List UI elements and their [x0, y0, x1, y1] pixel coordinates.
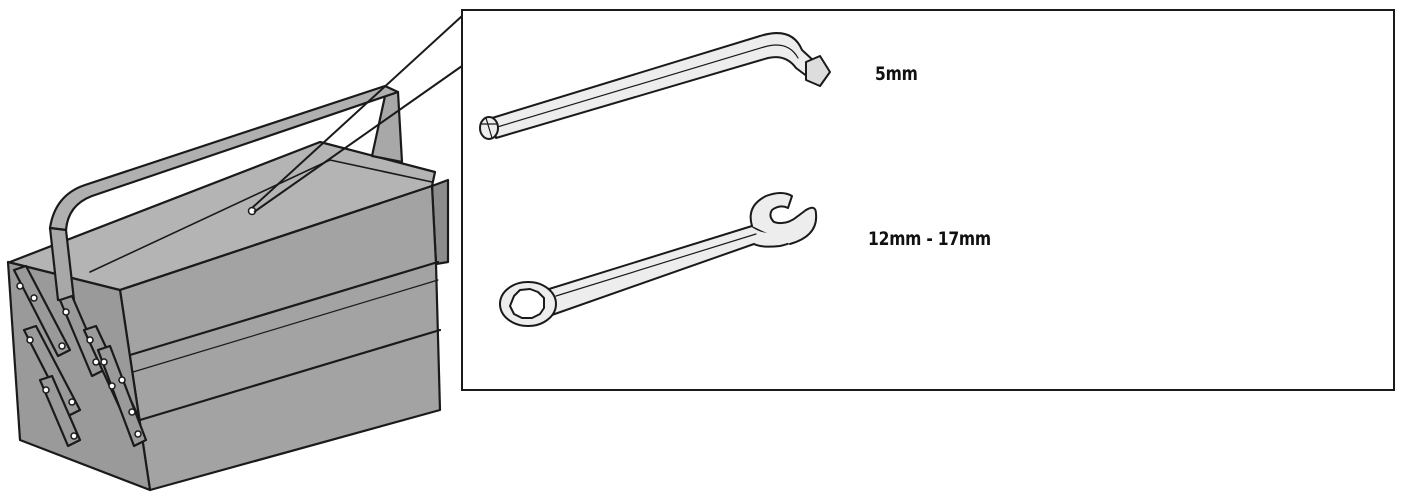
toolbox-tray-seam-3	[132, 279, 439, 373]
rivet	[16, 282, 24, 290]
hinge-arm	[96, 344, 148, 448]
rivet	[68, 398, 76, 406]
toolbox-lid-ridge	[89, 159, 433, 273]
rivet	[70, 432, 78, 440]
hex-key-facet	[493, 44, 799, 129]
callout-box	[461, 9, 1395, 391]
hex-key-short-end	[805, 55, 831, 87]
rivet	[30, 294, 38, 302]
hex-key-icon	[479, 32, 831, 140]
wrench-open-end	[749, 192, 818, 245]
rivet	[92, 358, 100, 366]
wrench-size-label: 12mm - 17mm	[868, 228, 991, 250]
rivet	[58, 342, 66, 350]
rivet	[62, 308, 70, 316]
toolbox-tray-seam-2	[138, 328, 442, 422]
combination-wrench-icon	[499, 192, 818, 327]
callout	[251, 9, 1395, 391]
toolbox-icon	[6, 84, 450, 492]
hex-key-size-label: 5mm	[875, 63, 918, 85]
rivet	[118, 376, 126, 384]
wrench-ring-hole	[509, 288, 545, 319]
hex-key-ball-detail	[481, 117, 497, 139]
rivet	[100, 358, 108, 366]
wrench-shaft-line	[555, 233, 757, 297]
rivet	[42, 386, 50, 394]
rivet	[128, 408, 136, 416]
toolbox-handle-bar	[48, 84, 400, 232]
rivet	[134, 430, 142, 438]
toolbox-rivets	[16, 282, 142, 440]
toolbox-tray-seam-1	[128, 260, 440, 357]
rivet	[86, 336, 94, 344]
callout-leader-line	[251, 15, 463, 209]
rivet	[108, 382, 116, 390]
hinge-arm	[38, 374, 82, 448]
hinge-arm	[12, 264, 72, 358]
rivet	[26, 336, 34, 344]
toolbox-hinge-arms	[12, 264, 148, 448]
callout-leader-line	[253, 65, 463, 213]
